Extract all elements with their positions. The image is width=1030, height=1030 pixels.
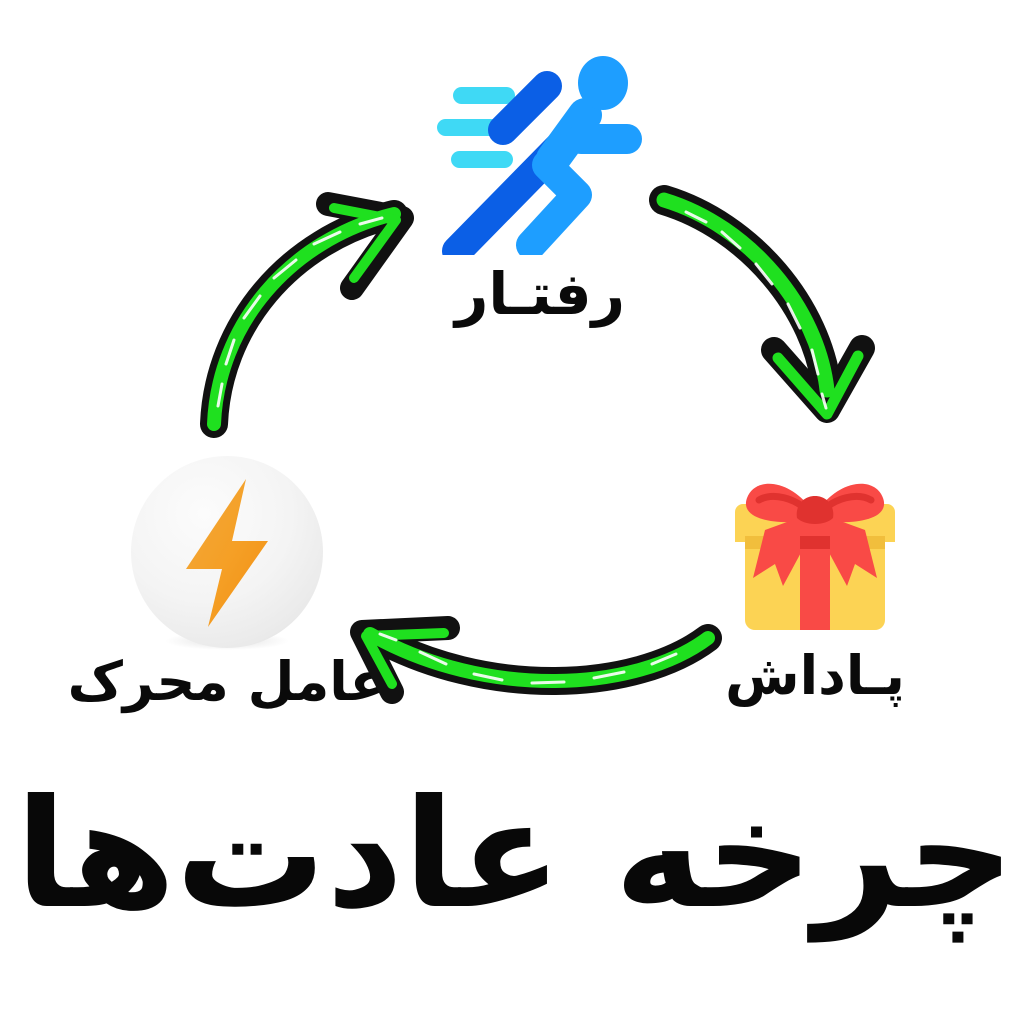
arrow-trigger-to-behavior [178,178,428,452]
page-title: چرخه عادت‌ها [15,768,1017,942]
node-trigger: عامل محرک [68,455,386,709]
running-person-icon [435,55,645,266]
node-behavior-label: رفتـار [454,260,626,328]
arrow-reward-to-trigger [336,588,736,722]
lightning-bolt-icon [128,455,326,651]
node-behavior: رفتـار [415,55,665,323]
node-reward-label: پـاداش [725,644,905,707]
node-trigger-label: عامل محرک [67,650,387,713]
arrow-behavior-to-reward [622,168,882,442]
node-reward: پـاداش [700,468,930,703]
gift-box-icon [725,468,905,643]
